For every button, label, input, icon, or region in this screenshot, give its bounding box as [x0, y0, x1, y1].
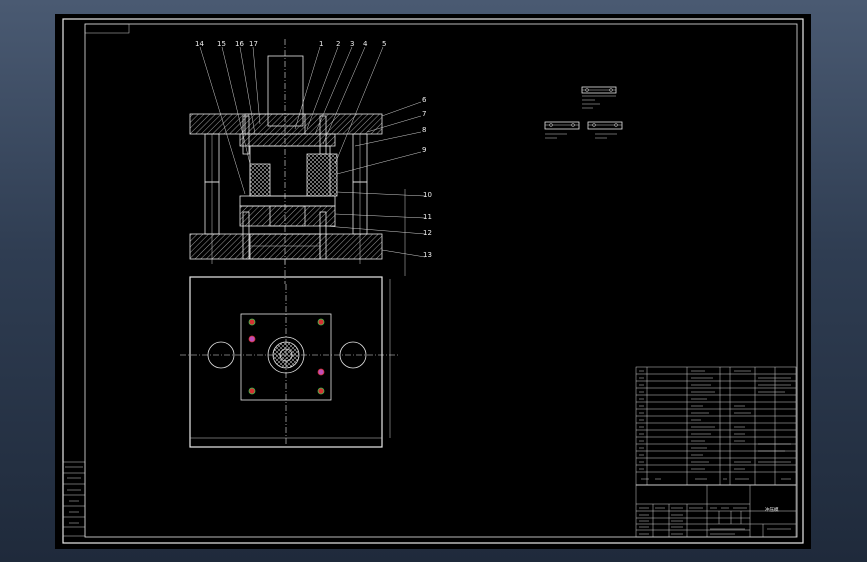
part-number: 13	[423, 251, 432, 259]
inner-border	[84, 23, 798, 538]
cad-drawing: 1 2 3 4 5 6 7 8 9 10 11 12 13 14 15 16 1…	[62, 18, 804, 544]
part-number: 15	[217, 40, 226, 48]
part-number: 16	[235, 40, 244, 48]
part-number: 11	[423, 213, 432, 221]
part-number: 17	[249, 40, 258, 48]
part-number: 5	[382, 40, 386, 48]
part-number: 3	[350, 40, 354, 48]
outer-frame	[62, 18, 804, 544]
part-number-labels: 1 2 3 4 5 6 7 8 9 10 11 12 13 14 15 16 1…	[195, 40, 432, 259]
corner-box	[84, 23, 130, 34]
part-number: 6	[422, 96, 427, 104]
part-number: 7	[422, 110, 426, 118]
plan-view-holes	[248, 318, 325, 395]
part-number: 12	[423, 229, 432, 237]
revision-strip	[62, 461, 86, 537]
section-view	[189, 39, 383, 284]
part-number: 1	[319, 40, 323, 48]
part-number: 4	[363, 40, 368, 48]
detail-parts	[544, 86, 623, 139]
drawing-title: 冲压模	[765, 506, 779, 513]
title-block: 冲压模	[635, 484, 797, 538]
part-number: 2	[336, 40, 340, 48]
part-number: 14	[195, 40, 204, 48]
part-number: 9	[422, 146, 426, 154]
drawing-canvas[interactable]: 1 2 3 4 5 6 7 8 9 10 11 12 13 14 15 16 1…	[55, 14, 811, 549]
parts-list-table	[635, 366, 797, 486]
leader-lines	[199, 46, 426, 276]
plan-view	[180, 276, 400, 448]
part-number: 8	[422, 126, 426, 134]
part-number: 10	[423, 191, 432, 199]
